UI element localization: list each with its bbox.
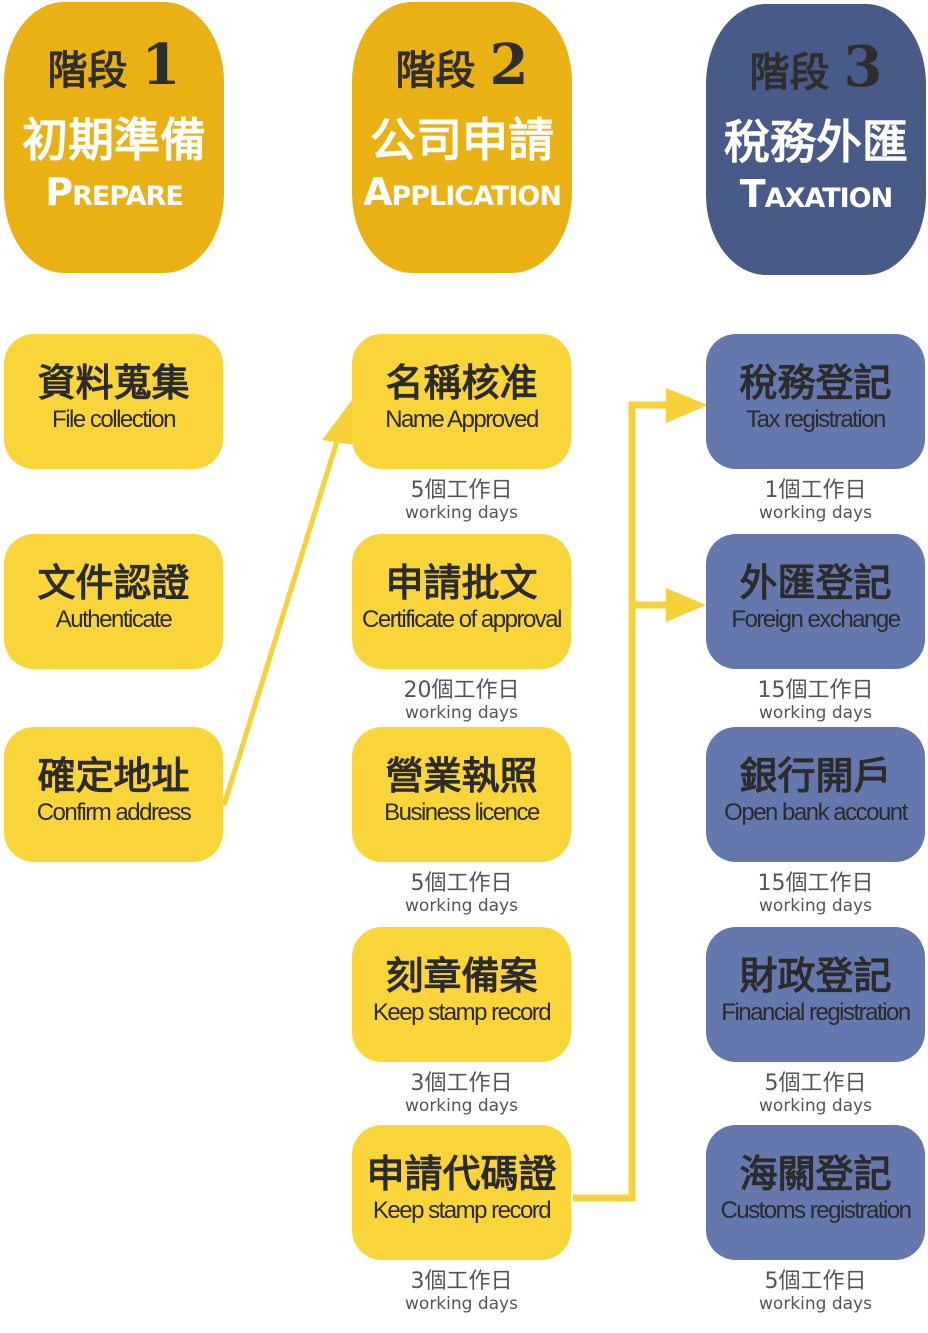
step-box: 海關登記 Customs registration bbox=[706, 1125, 925, 1260]
step-title-zh: 申請代碼證 bbox=[366, 1152, 557, 1196]
step-title-en: File collection bbox=[52, 406, 176, 433]
step-title-en: Name Approved bbox=[385, 406, 539, 433]
stage-header-3: 階段 3 稅務外匯 Taxation bbox=[706, 4, 926, 275]
step-title-en: Certificate of approval bbox=[362, 606, 562, 633]
step-title-en: Customs registration bbox=[720, 1197, 912, 1224]
step-title-zh: 稅務登記 bbox=[739, 361, 892, 405]
stage-label: 階段 1 bbox=[47, 32, 181, 98]
step-box: 文件認證 Authenticate bbox=[4, 534, 223, 669]
arrow-address-to-name bbox=[221, 424, 345, 806]
stage-title-zh: 公司申請 bbox=[370, 113, 554, 167]
step-box: 刻章備案 Keep stamp record bbox=[352, 927, 571, 1062]
step-title-zh: 文件認證 bbox=[37, 561, 190, 605]
step-box: 營業執照 Business licence bbox=[352, 727, 571, 862]
step-box: 資料蒐集 File collection bbox=[4, 334, 223, 469]
step-title-zh: 名稱核准 bbox=[385, 361, 538, 405]
stage-title-zh: 稅務外匯 bbox=[724, 115, 908, 169]
stage-header-1: 階段 1 初期準備 Prepare bbox=[4, 2, 224, 273]
stage-title-en: Taxation bbox=[739, 172, 893, 216]
stage-header-2: 階段 2 公司申請 Application bbox=[352, 2, 572, 273]
step-box: 財政登記 Financial registration bbox=[706, 927, 925, 1062]
step-title-zh: 申請批文 bbox=[385, 561, 538, 605]
step-title-zh: 外匯登記 bbox=[739, 561, 892, 605]
arrowhead bbox=[666, 388, 708, 423]
step-title-en: Confirm address bbox=[36, 799, 192, 826]
stage-label: 階段 2 bbox=[395, 32, 529, 98]
stage-title-en: Application bbox=[363, 170, 562, 214]
step-box: 外匯登記 Foreign exchange bbox=[706, 534, 925, 669]
step-title-en: Tax registration bbox=[746, 406, 886, 433]
stage-title-en: Prepare bbox=[45, 170, 184, 214]
step-box: 名稱核准 Name Approved bbox=[352, 334, 571, 469]
step-title-zh: 刻章備案 bbox=[385, 954, 538, 998]
stage-title-zh: 初期準備 bbox=[22, 113, 206, 167]
step-title-zh: 營業執照 bbox=[385, 754, 538, 798]
step-title-en: Foreign exchange bbox=[731, 606, 901, 633]
step-title-en: Authenticate bbox=[55, 606, 173, 633]
step-box: 申請批文 Certificate of approval bbox=[352, 534, 571, 669]
step-box: 申請代碼證 Keep stamp record bbox=[352, 1125, 571, 1260]
step-box: 稅務登記 Tax registration bbox=[706, 334, 925, 469]
step-title-en: Keep stamp record bbox=[372, 1197, 552, 1224]
step-box: 銀行開戶 Open bank account bbox=[706, 727, 925, 862]
step-title-en: Keep stamp record bbox=[372, 999, 552, 1026]
stage-label: 階段 3 bbox=[749, 34, 883, 100]
arrow-code-to-tax bbox=[573, 401, 680, 1202]
step-box: 確定地址 Confirm address bbox=[4, 727, 223, 862]
step-title-zh: 銀行開戶 bbox=[739, 754, 892, 798]
arrowhead bbox=[322, 400, 356, 445]
step-title-en: Open bank account bbox=[724, 799, 908, 826]
step-title-en: Business licence bbox=[384, 799, 540, 826]
arrowhead bbox=[666, 588, 706, 622]
step-title-zh: 確定地址 bbox=[37, 754, 190, 798]
step-title-zh: 海關登記 bbox=[739, 1152, 892, 1196]
step-title-en: Financial registration bbox=[721, 999, 911, 1026]
step-title-zh: 資料蒐集 bbox=[37, 361, 190, 405]
step-title-zh: 財政登記 bbox=[739, 954, 892, 998]
